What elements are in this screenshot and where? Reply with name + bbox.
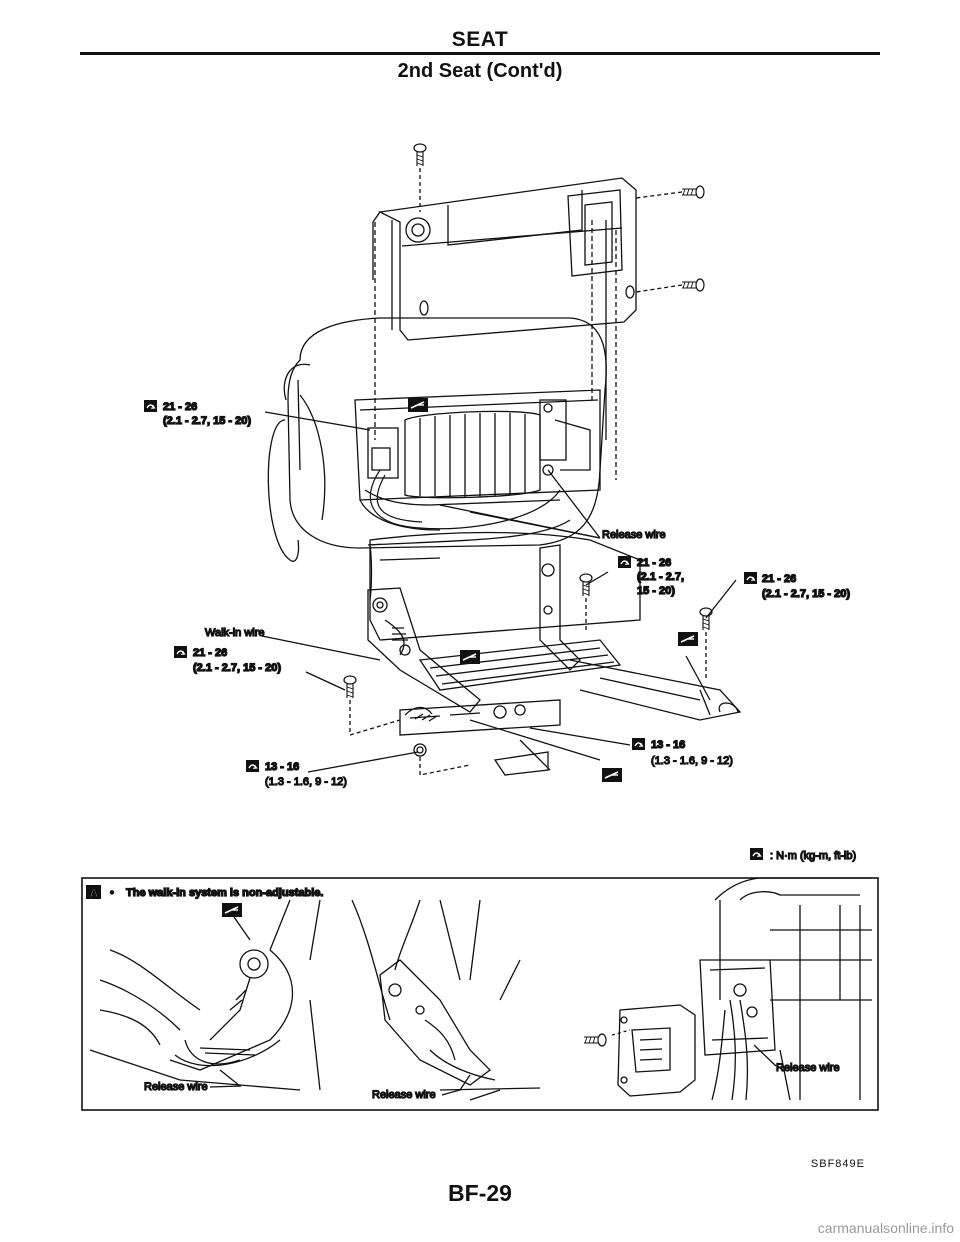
grease-icon — [459, 649, 481, 665]
badge-letter: A — [90, 886, 99, 900]
seat-frame — [354, 389, 601, 531]
torque-value: 13 - 16 — [265, 761, 299, 773]
torque-icon — [143, 399, 158, 413]
bolt-icon — [681, 278, 705, 292]
torque-value: 21 - 26 — [762, 573, 796, 585]
torque-icon — [617, 555, 632, 569]
unit-legend: : N·m (kg-m, ft-lb) — [770, 850, 856, 862]
left-hinge — [367, 587, 481, 713]
bolt-icon — [343, 675, 357, 699]
sub-title: 2nd Seat (Cont'd) — [397, 60, 563, 82]
grease-icon — [407, 397, 429, 413]
bolt-icon — [583, 1033, 607, 1047]
grease-icon — [221, 902, 243, 918]
torque-sub: (1.3 - 1.6, 9 - 12) — [651, 755, 733, 767]
figure-code: SBF849E — [810, 1158, 865, 1170]
bullet: • — [110, 887, 114, 899]
badge-a — [86, 885, 101, 899]
torque-sub: (2.1 - 2.7, 15 - 20) — [193, 662, 281, 674]
torque-icon — [173, 645, 188, 659]
header-rule — [80, 52, 880, 55]
torque-value: 21 - 26 — [163, 401, 197, 413]
bolt-icon — [681, 185, 705, 199]
right-hinge — [539, 544, 581, 671]
page-number: BF-29 — [448, 1180, 512, 1206]
seatback-cushion — [267, 317, 607, 601]
release-wire-label: Release wire — [602, 529, 666, 541]
torque-value: 21 - 26 — [637, 557, 671, 569]
torque-icon — [631, 737, 646, 751]
nut-icon — [413, 743, 427, 757]
page-header: SEAT 2nd Seat (Cont'd) — [80, 0, 880, 90]
torque-sub: (2.1 - 2.7, 15 - 20) — [762, 588, 850, 600]
release-wire-label: Release wire — [372, 1089, 436, 1101]
torque-sub: (1.3 - 1.6, 9 - 12) — [265, 776, 347, 788]
grease-icon — [601, 767, 623, 783]
section-title: SEAT — [451, 28, 509, 51]
seat-slide-rail — [418, 639, 742, 721]
release-wire-label: Release wire — [144, 1081, 208, 1093]
grease-icon — [677, 631, 699, 647]
torque-icon — [743, 571, 758, 585]
bolt-icon — [699, 607, 713, 631]
torque-sub: 15 - 20) — [637, 585, 675, 597]
inset-note: The walk-in system is non-adjustable. — [126, 887, 323, 899]
torque-legend-icon — [749, 847, 764, 861]
seatback-panel — [372, 177, 637, 341]
lower-rail — [399, 699, 601, 776]
bolt-icon — [413, 143, 427, 167]
seat-cushion — [369, 531, 641, 641]
inset-panel: A • The walk-in system is non-adjustable… — [81, 877, 879, 1111]
torque-sub: (2.1 - 2.7, — [637, 571, 684, 583]
torque-value: 13 - 16 — [651, 739, 685, 751]
walk-in-wire-label: Walk-in wire — [205, 627, 265, 639]
torque-sub: (2.1 - 2.7, 15 - 20) — [163, 415, 251, 427]
torque-value: 21 - 26 — [193, 647, 227, 659]
release-wire-label: Release wire — [776, 1062, 840, 1074]
watermark-text: carmanualsonline.info — [817, 1220, 954, 1236]
torque-icon — [245, 759, 260, 773]
